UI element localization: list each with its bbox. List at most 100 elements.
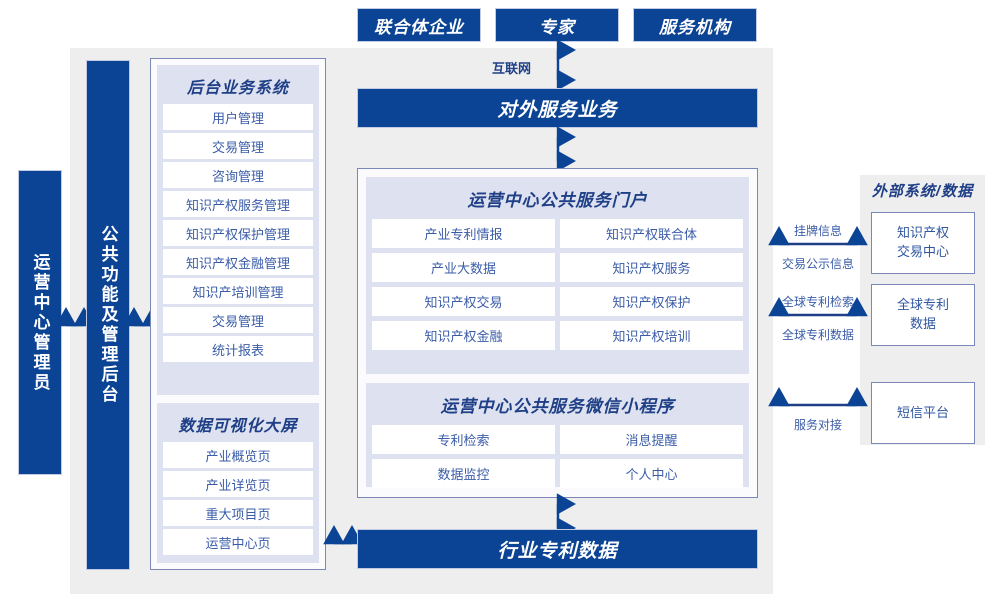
portal-item[interactable]: 产业专利情报 [372, 219, 555, 248]
top-actor-box-3[interactable]: 服务机构 [633, 8, 757, 42]
portal-item[interactable]: 产业大数据 [372, 253, 555, 282]
miniprogram-item-label: 个人中心 [625, 467, 678, 482]
visual-item-list: 产业概览页 产业详览页 重大项目页 运营中心页 [163, 442, 313, 555]
list-item[interactable]: 交易管理 [163, 133, 313, 159]
list-item-label: 知识产权服务管理 [185, 197, 290, 213]
list-item[interactable]: 知识产培训管理 [163, 278, 313, 304]
list-item-label: 知识产权金融管理 [185, 255, 290, 271]
list-item-label: 交易管理 [211, 139, 264, 155]
backend-item-list: 用户管理 交易管理 咨询管理 知识产权服务管理 知识产权保护管理 知识产权金融管… [163, 104, 313, 362]
backend-group-title: 后台业务系统 [186, 80, 289, 97]
list-item-label: 咨询管理 [211, 168, 264, 184]
list-item-label: 知识产培训管理 [192, 284, 284, 300]
external-box-label: 全球专利 数据 [896, 297, 949, 331]
list-item-label: 交易管理 [211, 313, 264, 329]
miniprogram-group: 运营中心公共服务微信小程序 专利检索 消息提醒 数据监控 个人中心 [366, 383, 749, 488]
visual-group-title: 数据可视化大屏 [178, 418, 298, 435]
list-item[interactable]: 咨询管理 [163, 162, 313, 188]
miniprogram-group-title: 运营中心公共服务微信小程序 [440, 397, 675, 416]
external-connection-1-label-below: 交易公示信息 [781, 257, 854, 271]
external-box-label: 短信平台 [896, 404, 949, 420]
miniprogram-item[interactable]: 专利检索 [372, 425, 555, 454]
external-panel-title: 外部系统/数据 [871, 183, 974, 200]
top-actor-label: 联合体企业 [374, 17, 464, 37]
list-item-label: 重大项目页 [205, 506, 271, 522]
external-connection-2-arrow [768, 297, 868, 325]
public-function-label: 公共功能及管理后台 [98, 225, 118, 405]
top-actor-label: 专家 [539, 17, 575, 37]
industry-patent-data-bar[interactable]: 行业专利数据 [357, 529, 758, 569]
external-connection-2-label-above: 全球专利检索 [781, 295, 854, 309]
industry-patent-data-label: 行业专利数据 [497, 540, 618, 562]
external-box-label: 知识产权 交易中心 [896, 225, 949, 259]
list-item-label: 统计报表 [211, 342, 264, 358]
external-box-ip-exchange[interactable]: 知识产权 交易中心 [871, 212, 975, 274]
portal-item-label: 知识产权保护 [612, 295, 691, 310]
list-item-label: 产业详览页 [205, 477, 271, 493]
public-function-bar[interactable]: 公共功能及管理后台 [86, 60, 130, 570]
portal-item-label: 知识产权培训 [612, 329, 691, 344]
top-actor-box-2[interactable]: 专家 [495, 8, 619, 42]
top-actor-box-1[interactable]: 联合体企业 [357, 8, 481, 42]
external-connection-1-label-above: 挂牌信息 [793, 224, 842, 238]
portal-item-label: 产业大数据 [430, 261, 496, 276]
miniprogram-item[interactable]: 个人中心 [560, 459, 743, 488]
top-actor-label: 服务机构 [659, 17, 731, 37]
operator-admin-label: 运营中心管理员 [30, 252, 50, 393]
service-portal-arrow [548, 126, 576, 172]
list-item[interactable]: 产业概览页 [163, 442, 313, 468]
portal-group-title: 运营中心公共服务门户 [467, 191, 648, 210]
list-item-label: 运营中心页 [205, 535, 271, 551]
internet-arrow [548, 39, 576, 91]
external-connection-2-label-below: 全球专利数据 [781, 328, 854, 342]
portal-item-label: 知识产权金融 [424, 329, 503, 344]
list-item[interactable]: 统计报表 [163, 336, 313, 362]
data-visual-group: 数据可视化大屏 产业概览页 产业详览页 重大项目页 运营中心页 [157, 403, 319, 563]
list-item[interactable]: 重大项目页 [163, 500, 313, 526]
external-service-bar[interactable]: 对外服务业务 [357, 88, 758, 128]
operator-admin-bar[interactable]: 运营中心管理员 [18, 170, 62, 475]
portal-item-label: 产业专利情报 [424, 227, 503, 242]
miniprogram-item-grid: 专利检索 消息提醒 数据监控 个人中心 [372, 425, 743, 488]
miniprogram-item[interactable]: 数据监控 [372, 459, 555, 488]
portal-item[interactable]: 知识产权联合体 [560, 219, 743, 248]
portal-item-grid: 产业专利情报 知识产权联合体 产业大数据 知识产权服务 知识产权交易 知识产权保… [372, 219, 743, 350]
list-item[interactable]: 产业详览页 [163, 471, 313, 497]
list-item[interactable]: 知识产权保护管理 [163, 220, 313, 246]
miniprogram-item-label: 数据监控 [437, 467, 490, 482]
list-item-label: 用户管理 [211, 110, 264, 126]
portal-item[interactable]: 知识产权服务 [560, 253, 743, 282]
miniprogram-item-label: 消息提醒 [625, 433, 678, 448]
portal-item[interactable]: 知识产权交易 [372, 287, 555, 316]
miniprogram-item[interactable]: 消息提醒 [560, 425, 743, 454]
external-connection-3-arrow [768, 387, 868, 415]
external-connection-1-arrow [768, 226, 868, 254]
portal-item[interactable]: 知识产权培训 [560, 321, 743, 350]
external-box-sms-platform[interactable]: 短信平台 [871, 382, 975, 444]
external-box-global-patent[interactable]: 全球专利 数据 [871, 284, 975, 346]
list-item[interactable]: 交易管理 [163, 307, 313, 333]
external-service-label: 对外服务业务 [497, 99, 618, 121]
portal-item-label: 知识产权联合体 [605, 227, 697, 242]
portal-item[interactable]: 知识产权金融 [372, 321, 555, 350]
external-connection-3-label-below: 服务对接 [793, 418, 842, 432]
list-item[interactable]: 知识产权服务管理 [163, 191, 313, 217]
platform-backend-arrow [123, 307, 163, 336]
list-item[interactable]: 用户管理 [163, 104, 313, 130]
admin-platform-arrow [55, 307, 95, 336]
portal-item-label: 知识产权服务 [612, 261, 691, 276]
miniprogram-item-label: 专利检索 [437, 433, 490, 448]
backend-business-group: 后台业务系统 用户管理 交易管理 咨询管理 知识产权服务管理 知识产权保护管理 … [157, 65, 319, 395]
backend-patentdata-arrow [323, 525, 363, 554]
portal-patentdata-arrow [548, 493, 576, 539]
list-item[interactable]: 知识产权金融管理 [163, 249, 313, 275]
list-item-label: 产业概览页 [205, 448, 271, 464]
portal-item[interactable]: 知识产权保护 [560, 287, 743, 316]
portal-group: 运营中心公共服务门户 产业专利情报 知识产权联合体 产业大数据 知识产权服务 知… [366, 177, 749, 374]
portal-item-label: 知识产权交易 [424, 295, 503, 310]
list-item[interactable]: 运营中心页 [163, 529, 313, 555]
list-item-label: 知识产权保护管理 [185, 226, 290, 242]
portal-frame: 运营中心公共服务门户 产业专利情报 知识产权联合体 产业大数据 知识产权服务 知… [357, 168, 758, 498]
internet-label: 互联网 [492, 61, 532, 76]
backend-systems-frame: 后台业务系统 用户管理 交易管理 咨询管理 知识产权服务管理 知识产权保护管理 … [150, 58, 326, 570]
